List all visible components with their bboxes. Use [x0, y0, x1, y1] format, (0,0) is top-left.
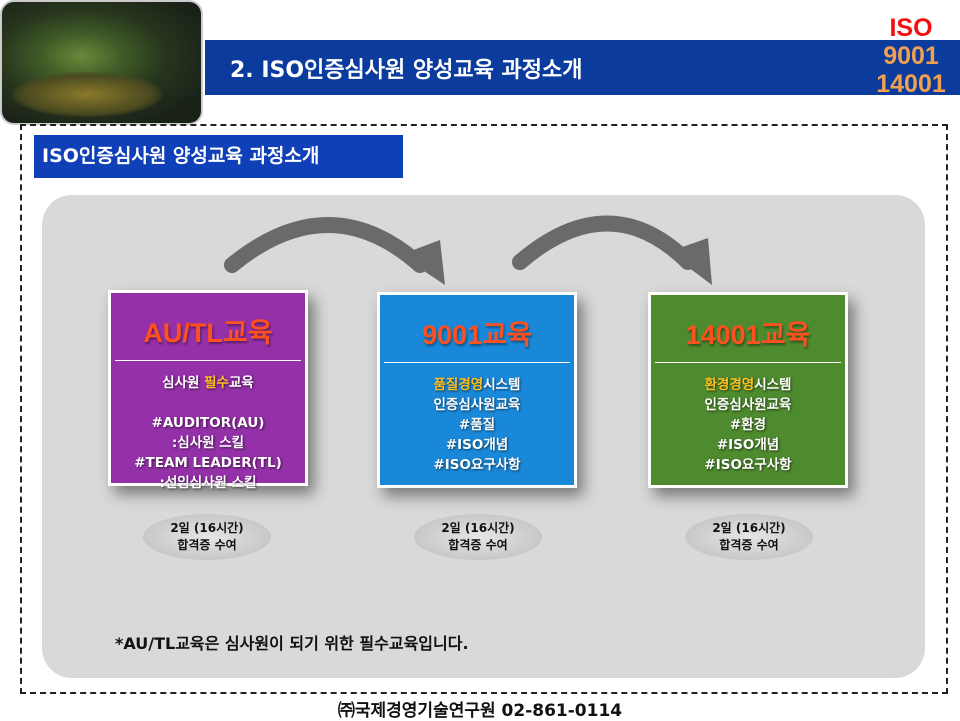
highlight-text: 필수 — [204, 375, 229, 391]
card-line: 품질경영시스템 — [380, 375, 574, 395]
text: 시스템 — [483, 377, 521, 393]
duration: 2일 (16시간) — [441, 521, 515, 535]
award: 합격증 수여 — [448, 538, 508, 552]
divider — [655, 362, 841, 363]
arrowhead-icon — [400, 240, 445, 285]
card-line: #ISO요구사항 — [704, 457, 792, 473]
arrow-icon — [512, 215, 696, 270]
divider — [115, 360, 301, 361]
duration-badge: 2일 (16시간) 합격증 수여 — [414, 514, 542, 560]
footnote: *AU/TL교육은 심사원이 되기 위한 필수교육입니다. — [115, 634, 469, 653]
card-line: #ISO개념 — [445, 437, 509, 453]
section-label: ISO인증심사원 양성교육 과정소개 — [34, 135, 403, 178]
card-line: :선임심사원 스킬 — [159, 475, 257, 491]
badge-line: 14001 — [876, 70, 946, 98]
arrow-icon — [224, 217, 428, 273]
duration-badge: 2일 (16시간) 합격증 수여 — [143, 514, 271, 560]
card-line — [111, 393, 305, 413]
page-title: 2. ISO인증심사원 양성교육 과정소개 — [230, 58, 583, 83]
card-title: AU/TL교육 — [143, 318, 273, 348]
card-line: 환경경영시스템 — [651, 375, 845, 395]
card-line: 심사원 필수교육 — [111, 373, 305, 393]
card-line: #ISO요구사항 — [433, 457, 521, 473]
card-line: #TEAM LEADER(TL) — [134, 455, 282, 471]
award: 합격증 수여 — [719, 538, 779, 552]
card-line: 인증심사원교육 — [704, 397, 792, 413]
highlight-text: 품질경영 — [433, 377, 484, 393]
card-line: #ISO개념 — [716, 437, 780, 453]
card-line: #AUDITOR(AU) — [151, 415, 265, 431]
divider — [384, 362, 570, 363]
dashed-frame — [20, 124, 948, 694]
arrowhead-icon — [668, 238, 712, 285]
award: 합격증 수여 — [177, 538, 237, 552]
header-bar — [205, 40, 960, 95]
card-title: 9001교육 — [422, 320, 532, 350]
duration-badge: 2일 (16시간) 합격증 수여 — [685, 514, 813, 560]
badge-line: ISO — [889, 14, 933, 42]
text: 심사원 — [162, 375, 205, 391]
card-line: #환경 — [729, 417, 767, 433]
highlight-text: 환경경영 — [704, 377, 755, 393]
footer-contact: ㈜국제경영기술연구원 02-861-0114 — [337, 701, 623, 721]
card-line: 인증심사원교육 — [433, 397, 521, 413]
duration: 2일 (16시간) — [170, 521, 244, 535]
card-line: #품질 — [458, 417, 496, 433]
forest-photo — [0, 0, 203, 125]
card-title: 14001교육 — [685, 320, 811, 350]
text: 시스템 — [754, 377, 792, 393]
duration: 2일 (16시간) — [712, 521, 786, 535]
iso-badge: ISO 9001 14001 — [862, 14, 960, 98]
text: 교육 — [228, 375, 254, 391]
badge-line: 9001 — [883, 42, 939, 70]
card-line: :심사원 스킬 — [171, 435, 245, 451]
